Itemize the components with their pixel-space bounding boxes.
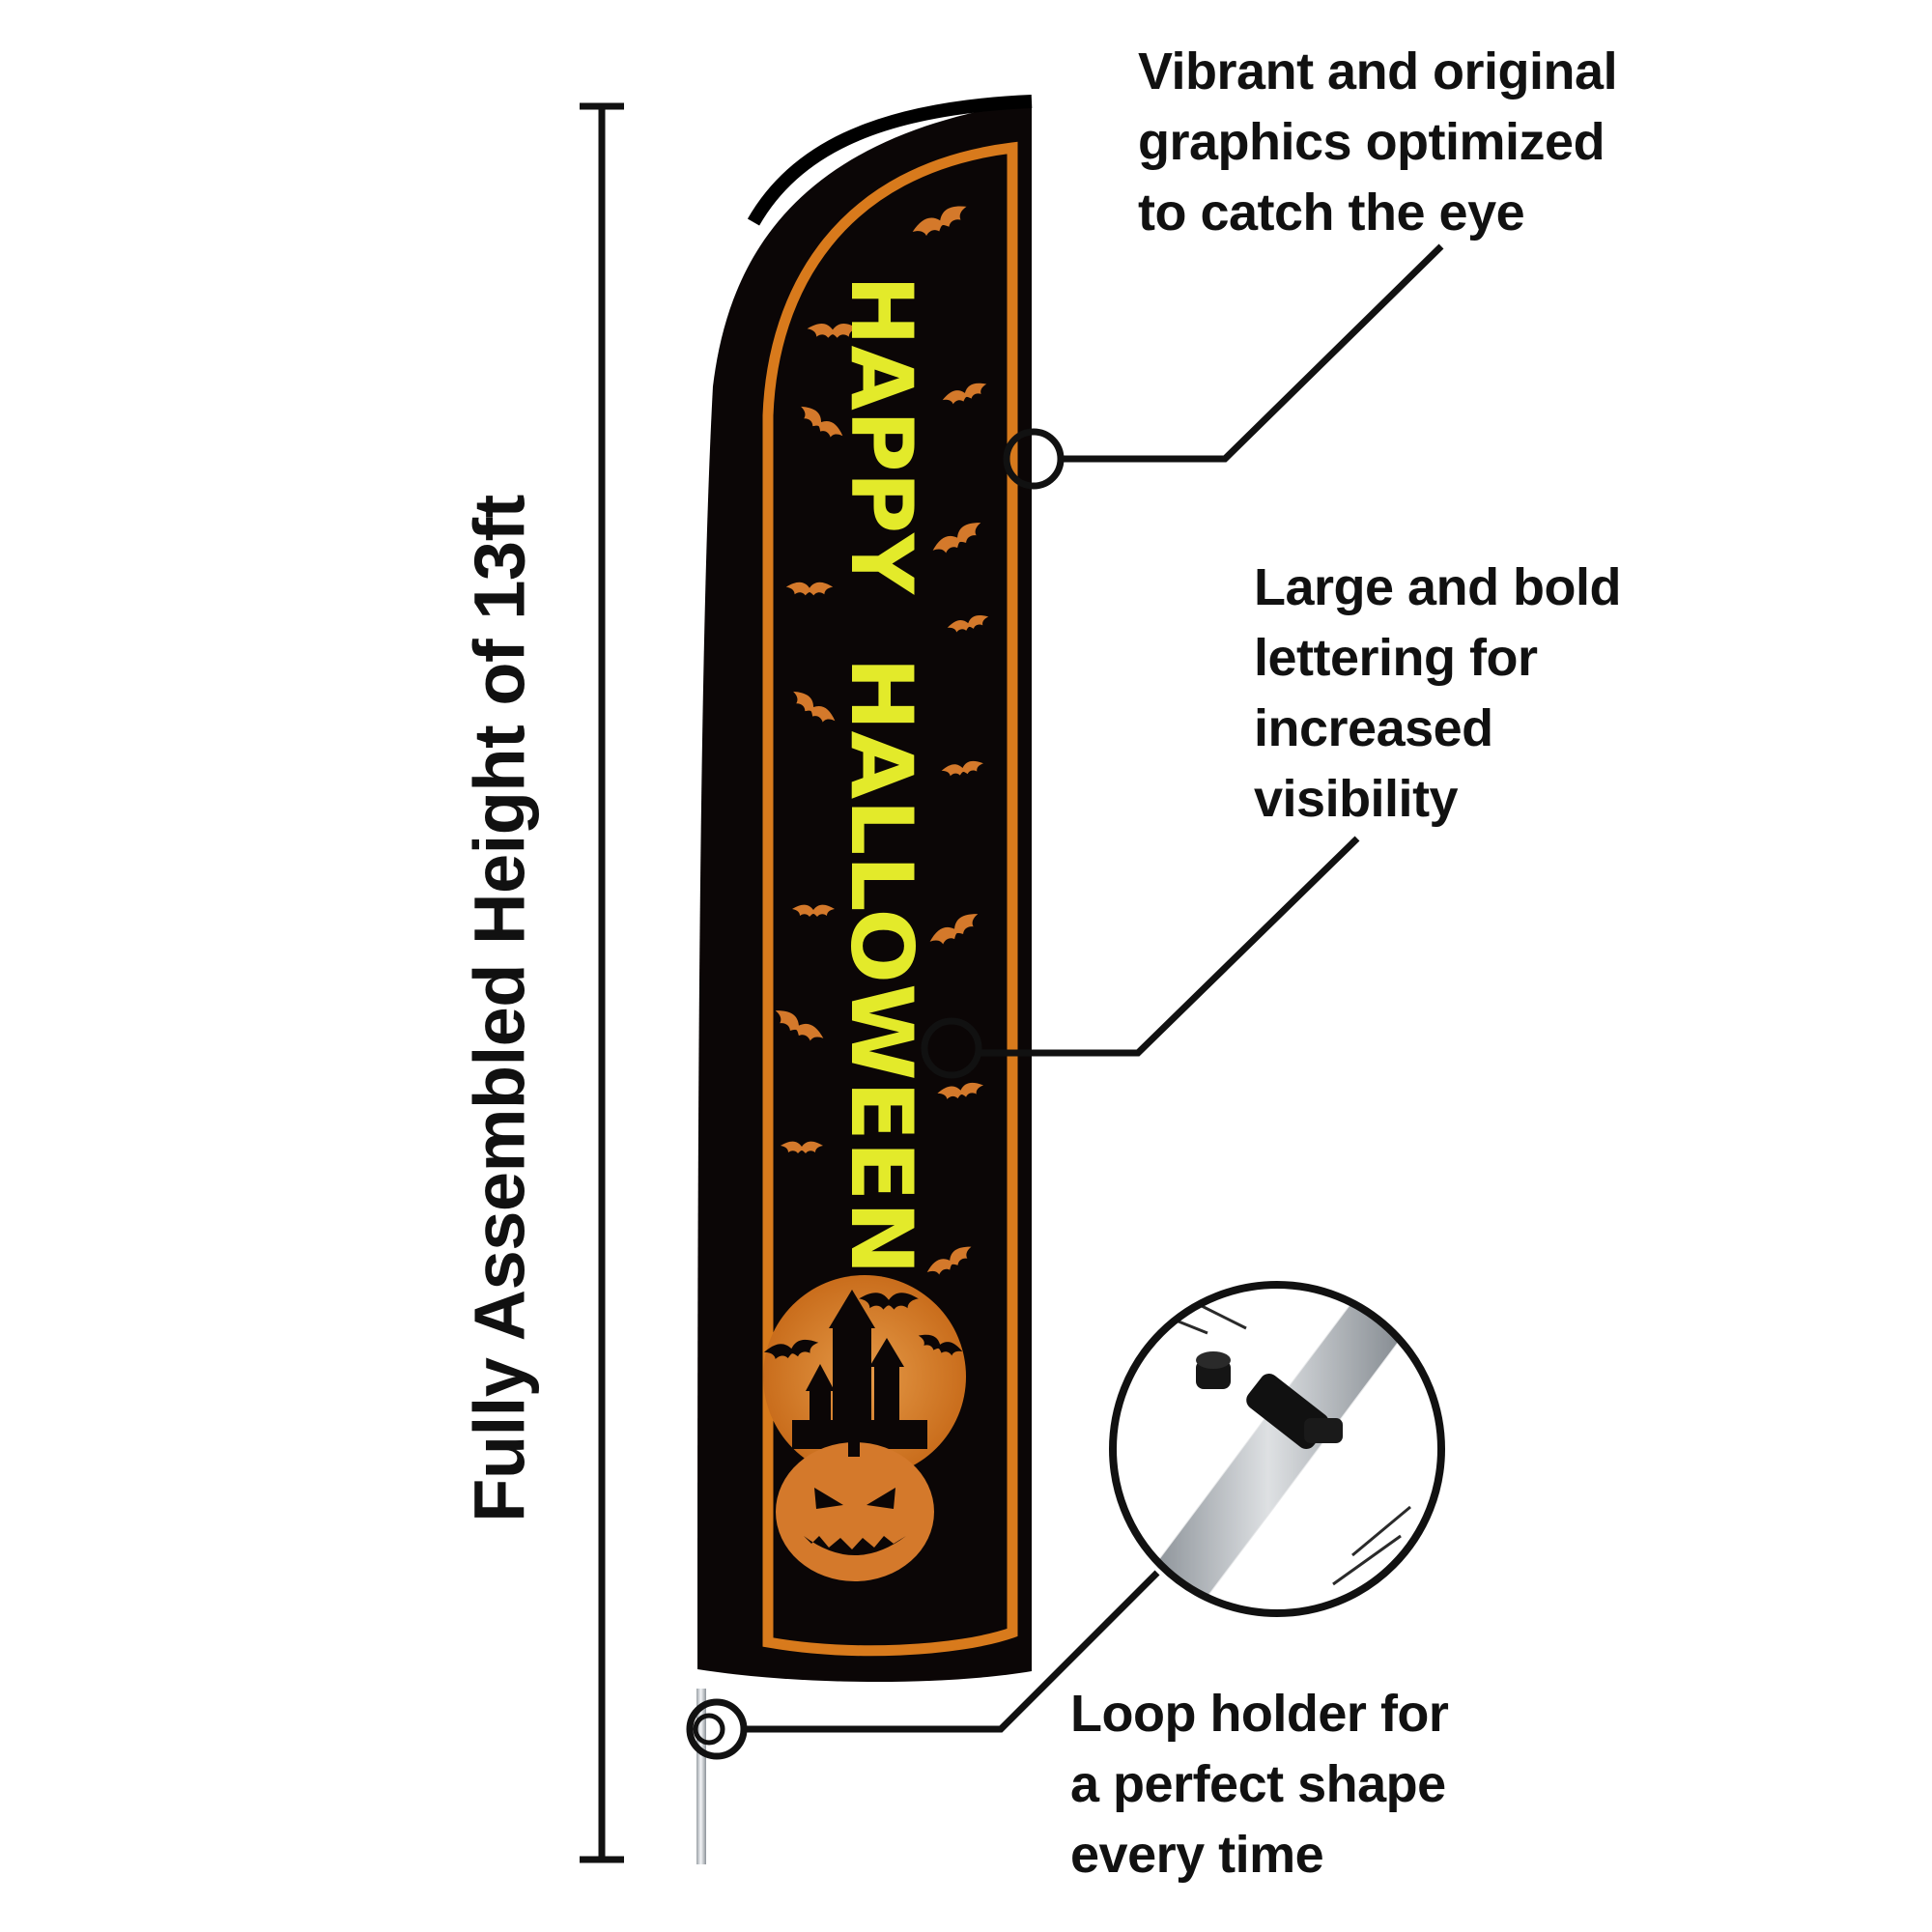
zoom-detail-pole-clip bbox=[1109, 1281, 1445, 1617]
pole-clip-icon bbox=[1196, 1351, 1343, 1449]
height-dimension-line bbox=[580, 102, 624, 1863]
jack-o-lantern-icon bbox=[776, 1437, 934, 1581]
callout-lettering: Large and bold lettering for increased v… bbox=[1254, 558, 1622, 828]
haunted-castle-icon bbox=[762, 1275, 966, 1478]
flag-text-happy: HAPPY bbox=[832, 275, 931, 595]
feather-flag: HAPPY HALLOWEEN bbox=[697, 95, 1033, 1683]
ground-spike bbox=[693, 1689, 725, 1864]
height-label: Fully Assembled Height of 13ft bbox=[459, 495, 540, 1522]
callout-leaders bbox=[686, 243, 1444, 1760]
callout-loop-holder: Loop holder for a perfect shape every ti… bbox=[1070, 1685, 1449, 1884]
flag-text-halloween: HALLOWEEN bbox=[832, 657, 931, 1275]
callout-graphics: Vibrant and original graphics optimized … bbox=[1138, 43, 1618, 242]
